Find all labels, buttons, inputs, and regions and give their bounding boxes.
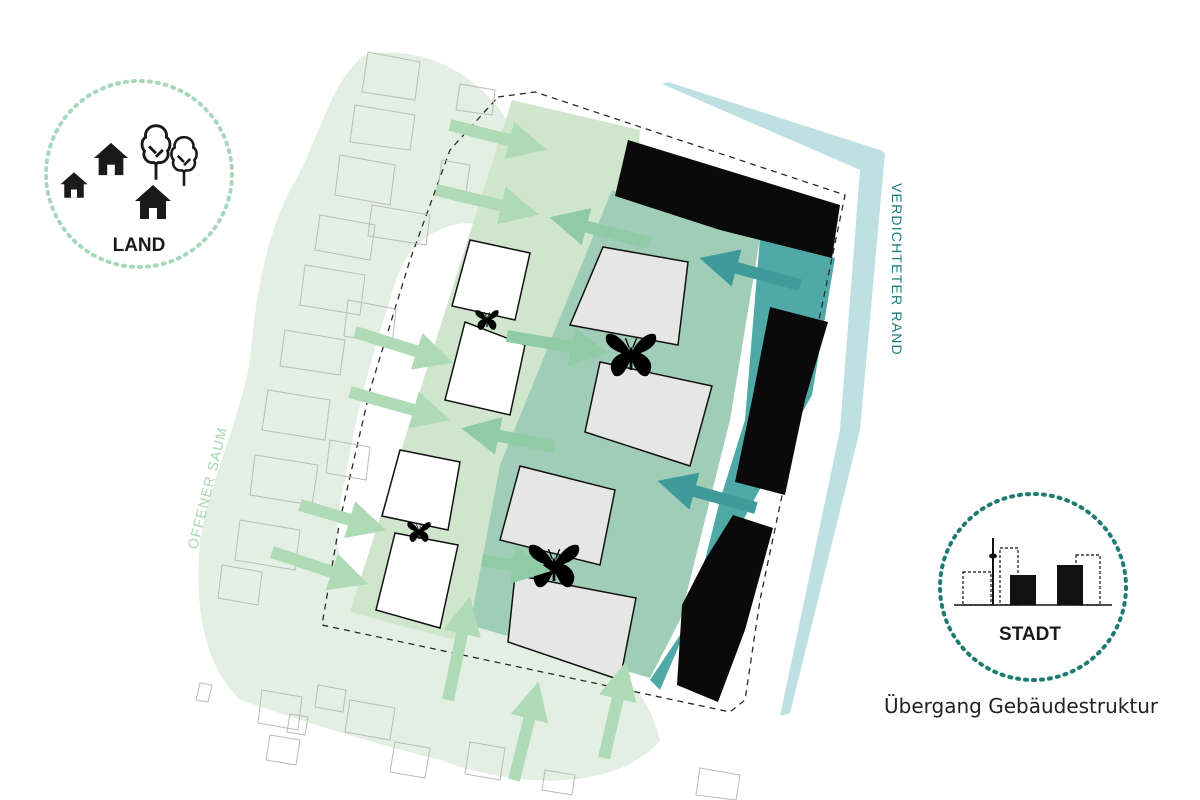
city-skyline-icon bbox=[954, 538, 1112, 606]
green-flow-arrows bbox=[270, 119, 637, 782]
land-badge: LAND bbox=[44, 79, 234, 269]
site-boundary bbox=[321, 91, 846, 713]
existing-building-outlines bbox=[195, 51, 741, 800]
verdichteter-rand-label: VERDICHTETER RAND bbox=[889, 183, 905, 356]
point-buildings bbox=[375, 239, 531, 629]
stadt-label: STADT bbox=[999, 624, 1061, 645]
canal-water bbox=[662, 82, 885, 716]
dense-building-1 bbox=[615, 140, 840, 258]
courtyard-buildings bbox=[499, 246, 713, 681]
dense-building-2 bbox=[735, 307, 828, 495]
stadt-badge: STADT bbox=[938, 492, 1128, 682]
caption: Übergang Gebäudestruktur bbox=[884, 694, 1159, 718]
dense-building-3 bbox=[677, 515, 773, 702]
inner-flow-arrows bbox=[461, 208, 652, 584]
teal-flow-arrows bbox=[657, 249, 802, 514]
land-label: LAND bbox=[113, 235, 166, 256]
dense-edge-buildings bbox=[615, 140, 840, 702]
